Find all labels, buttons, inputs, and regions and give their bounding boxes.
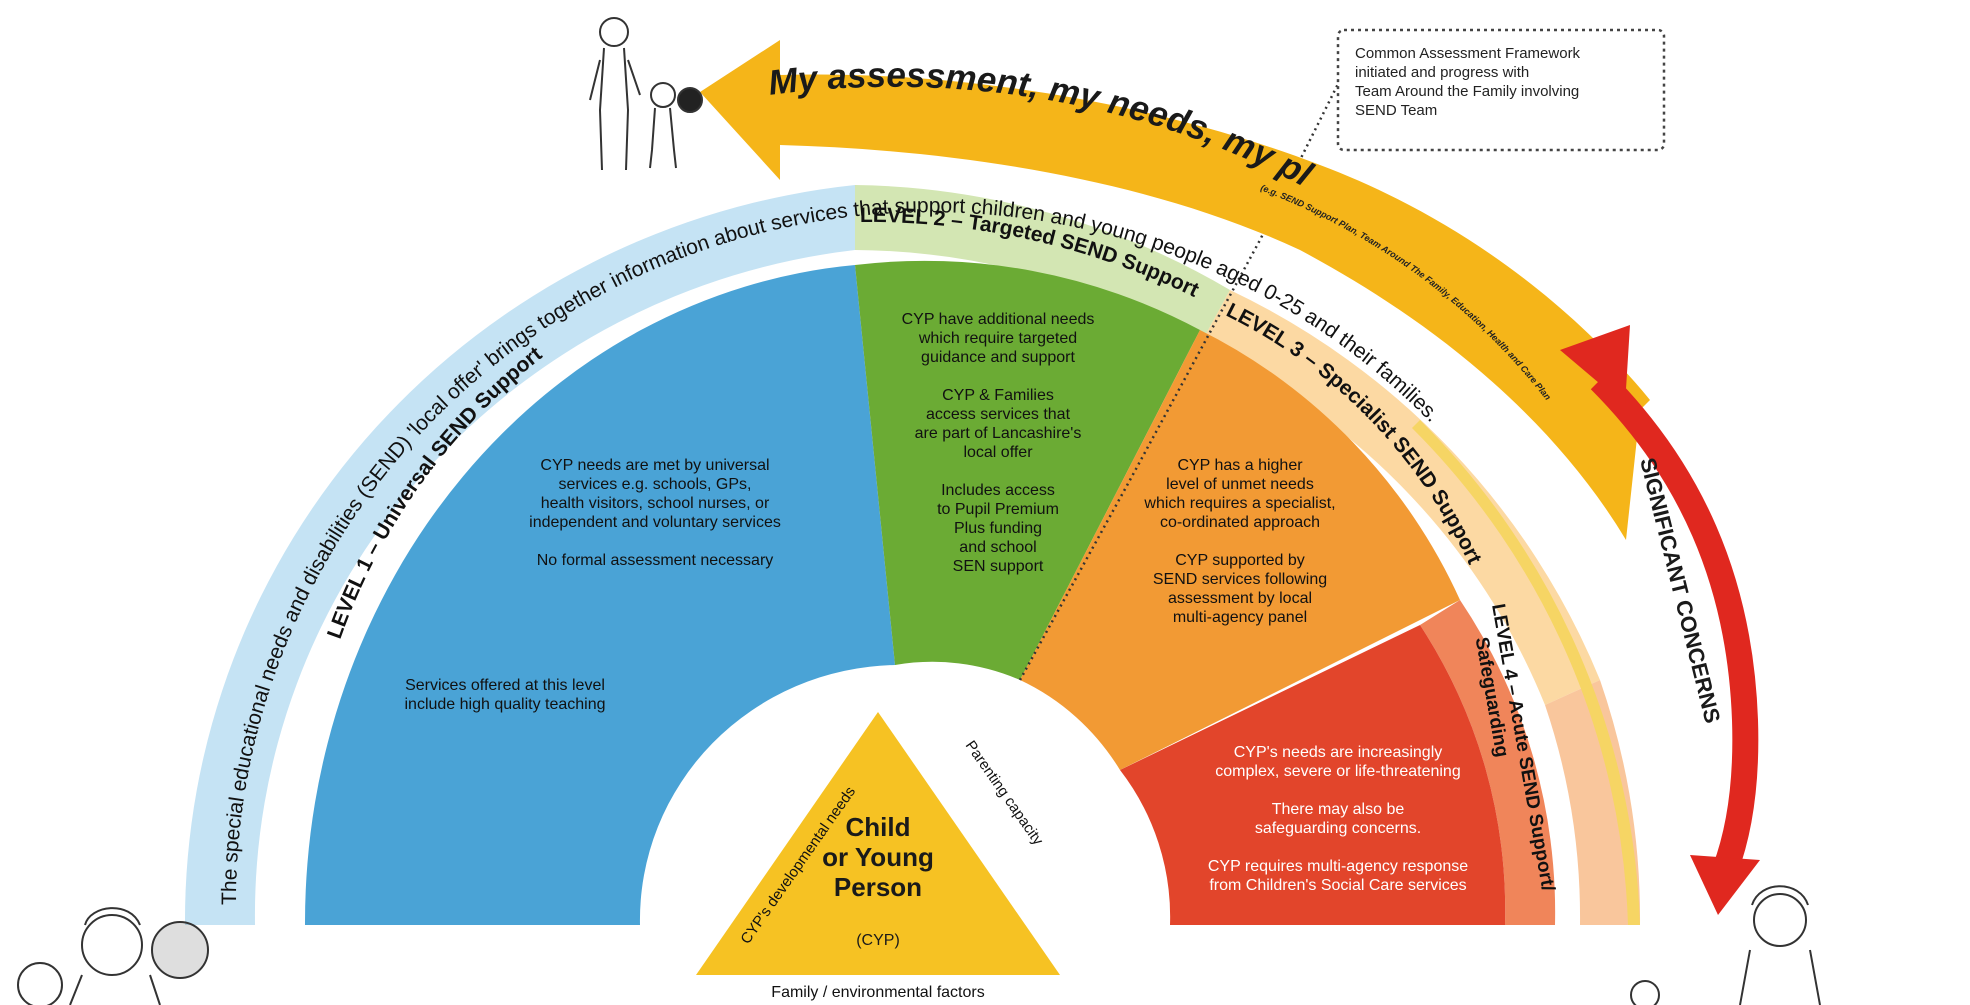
outer-band-level4 bbox=[1545, 680, 1641, 925]
cyp-right-side-label: Parenting capacity bbox=[962, 738, 1047, 849]
level3-wedge bbox=[1020, 330, 1460, 770]
level2-body: CYP have additional needs which require t… bbox=[902, 311, 1095, 575]
level2-body-line: which require targeted bbox=[918, 330, 1077, 347]
level4-body: CYP's needs are increasingly complex, sev… bbox=[1208, 744, 1468, 894]
level2-body-line: and school bbox=[959, 539, 1036, 556]
dotted-dividers bbox=[1018, 69, 1347, 681]
level1-body-line: services e.g. schools, GPs, bbox=[559, 476, 752, 493]
level1-services-line: Services offered at this level bbox=[405, 677, 605, 694]
person-illustration-bottom-right bbox=[1630, 885, 1821, 1005]
level1-body-line: health visitors, school nurses, or bbox=[541, 495, 770, 512]
cyp-triangle-title-line: Person bbox=[834, 872, 922, 902]
level4-band bbox=[1420, 600, 1556, 925]
level2-body-line: guidance and support bbox=[921, 349, 1075, 366]
level1-services: Services offered at this level include hi… bbox=[404, 677, 605, 713]
level2-body-line: local offer bbox=[963, 444, 1033, 461]
level2-wedge bbox=[855, 260, 1200, 680]
cyp-triangle-abbr: (CYP) bbox=[856, 932, 900, 949]
level3-body-line: assessment by local bbox=[1168, 590, 1312, 607]
cyp-triangle-title-line: or Young bbox=[822, 842, 934, 872]
level3-body-line: which requires a specialist, bbox=[1143, 495, 1335, 512]
level4-body-line: safeguarding concerns. bbox=[1255, 820, 1421, 837]
level3-body-line: CYP supported by bbox=[1175, 552, 1305, 569]
outer-band-level1 bbox=[184, 185, 855, 925]
caf-note-line: SEND Team bbox=[1355, 102, 1437, 119]
cyp-triangle-title-line: Child bbox=[846, 812, 911, 842]
level1-wedge bbox=[304, 265, 895, 925]
cyp-triangle-shape bbox=[696, 712, 1060, 975]
level2-body-line: SEN support bbox=[953, 558, 1044, 575]
level3-body-line: multi-agency panel bbox=[1173, 609, 1307, 626]
level2-body-line: Plus funding bbox=[954, 520, 1042, 537]
people-illustration-bottom-left bbox=[17, 907, 209, 1005]
level4-body-line: complex, severe or life-threatening bbox=[1215, 763, 1460, 780]
level2-body-line: CYP have additional needs bbox=[902, 311, 1095, 328]
level1-body-line bbox=[653, 533, 657, 550]
people-illustration-top-left bbox=[589, 17, 703, 171]
level3-body-line bbox=[1238, 533, 1242, 550]
level1-services-line: include high quality teaching bbox=[404, 696, 605, 713]
level2-body-line bbox=[996, 368, 1000, 385]
level1-body-line: CYP needs are met by universal bbox=[540, 457, 769, 474]
level1-body-line: No formal assessment necessary bbox=[537, 552, 774, 569]
level3-body-line: SEND services following bbox=[1153, 571, 1327, 588]
assessment-arrow-body bbox=[700, 40, 1650, 540]
concerns-arrow-shaft bbox=[1590, 370, 1759, 875]
caf-note-line: Common Assessment Framework bbox=[1355, 45, 1581, 62]
caf-note-line: initiated and progress with bbox=[1355, 64, 1529, 81]
level4-body-line: There may also be bbox=[1272, 801, 1405, 818]
level3-body-line: level of unmet needs bbox=[1166, 476, 1314, 493]
level1-body-line: independent and voluntary services bbox=[529, 514, 781, 531]
concerns-arrow-head-bottom bbox=[1690, 855, 1760, 915]
level2-body-line: are part of Lancashire's bbox=[915, 425, 1082, 442]
outer-band-level3 bbox=[1200, 290, 1600, 705]
level3-body: CYP has a higher level of unmet needs whic… bbox=[1143, 457, 1335, 626]
cyp-bottom-label: Family / environmental factors bbox=[771, 984, 984, 1001]
level2-body-line: CYP & Families bbox=[942, 387, 1054, 404]
level3-body-line: CYP has a higher bbox=[1177, 457, 1303, 474]
caf-note-line: Team Around the Family involving bbox=[1355, 83, 1579, 100]
level2-body-line: to Pupil Premium bbox=[937, 501, 1059, 518]
caf-note-text: Common Assessment Framework initiated and… bbox=[1355, 45, 1581, 119]
level4-body-line: CYP's needs are increasingly bbox=[1234, 744, 1443, 761]
caf-note: Common Assessment Framework initiated and… bbox=[1336, 28, 1666, 152]
level2-body-line bbox=[996, 463, 1000, 480]
level3-body-line: co-ordinated approach bbox=[1160, 514, 1320, 531]
level2-body-line: access services that bbox=[926, 406, 1071, 423]
level4-body-line bbox=[1336, 839, 1340, 856]
level4-body-line: CYP requires multi-agency response bbox=[1208, 858, 1468, 875]
concerns-arrow-head-top bbox=[1560, 325, 1630, 405]
level4-body-line bbox=[1336, 782, 1340, 799]
level4-body-line: from Children's Social Care services bbox=[1209, 877, 1466, 894]
inner-wedges bbox=[304, 260, 1556, 925]
level2-body-line: Includes access bbox=[941, 482, 1055, 499]
divider-level2-level3 bbox=[1018, 69, 1347, 681]
level4-wedge bbox=[1120, 625, 1506, 925]
level1-body: CYP needs are met by universal services e… bbox=[529, 457, 781, 569]
